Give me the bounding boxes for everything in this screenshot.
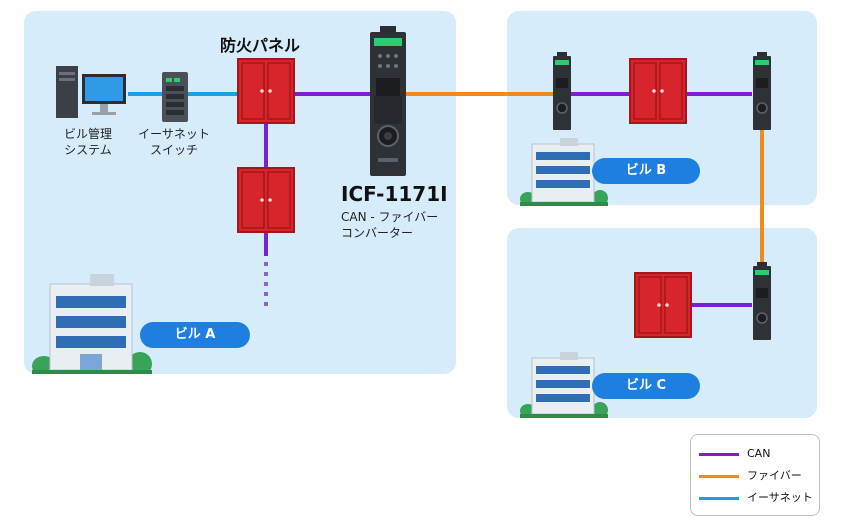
building-c-badge: ビル C — [592, 373, 700, 399]
fire-panel-icon — [634, 272, 692, 338]
converter-device-icon — [753, 262, 771, 340]
bms-label: ビル管理 システム — [48, 126, 128, 158]
building-icon — [520, 138, 608, 206]
converter-device-icon — [753, 52, 771, 130]
converter-device-icon — [370, 26, 406, 176]
legend-label-ethernet: イーサネット — [747, 491, 813, 504]
fire-panel-icon — [237, 167, 295, 233]
legend-label-can: CAN — [747, 447, 771, 460]
fire-panel-icon — [237, 58, 295, 124]
building-icon — [32, 274, 152, 374]
converter-desc-line1: CAN - ファイバー — [341, 210, 439, 224]
building-icon — [520, 352, 608, 418]
switch-label-line1: イーサネット — [138, 127, 210, 141]
bms-label-line2: システム — [64, 143, 112, 157]
switch-label: イーサネット スイッチ — [128, 126, 220, 158]
legend: CAN ファイバー イーサネット — [690, 434, 820, 516]
fire-panel-icon — [629, 58, 687, 124]
converter-desc: CAN - ファイバー コンバーター — [341, 209, 438, 241]
converter-desc-line2: コンバーター — [341, 226, 414, 240]
building-a-badge: ビル A — [140, 322, 250, 348]
legend-swatch-can — [699, 453, 739, 456]
legend-swatch-fiber — [699, 475, 739, 478]
legend-swatch-ethernet — [699, 497, 739, 500]
fire-panel-title: 防火パネル — [220, 36, 301, 55]
switch-label-line2: スイッチ — [149, 143, 198, 157]
computer-icon — [56, 66, 126, 118]
bms-label-line1: ビル管理 — [63, 127, 112, 141]
legend-label-fiber: ファイバー — [747, 469, 802, 482]
building-b-badge: ビル B — [592, 158, 700, 184]
converter-model-title: ICF-1171I — [341, 182, 448, 206]
ethernet-switch-icon — [162, 72, 188, 122]
converter-device-icon — [553, 52, 571, 130]
